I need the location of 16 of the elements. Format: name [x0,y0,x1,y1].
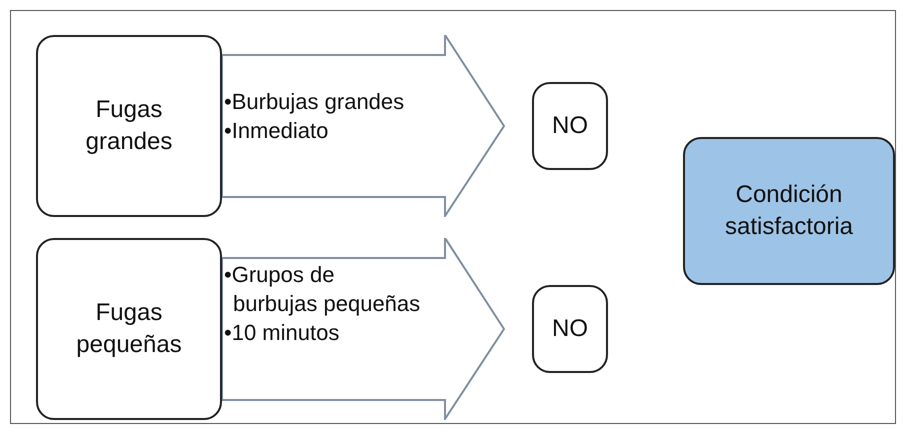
bullet-text: •Grupos de burbujas pequeñas [224,261,422,318]
box-text: NO [551,111,589,141]
bullet-text: •Inmediato [224,117,330,145]
block-arrow [222,35,505,217]
rounded-box [532,82,608,170]
box-text: Fugas grandes [84,95,174,157]
bullet-text: •Burbujas grandes [224,88,406,116]
box-text: Fugas pequeñas [75,298,183,360]
block-arrow [222,238,505,420]
box-text: Condición satisfactoria [724,180,854,242]
result-box [683,137,895,285]
rounded-box [532,285,608,373]
bullet-text: •10 minutos [224,319,340,347]
box-text: NO [551,314,589,344]
rounded-box [36,35,222,217]
rounded-box [36,238,222,420]
